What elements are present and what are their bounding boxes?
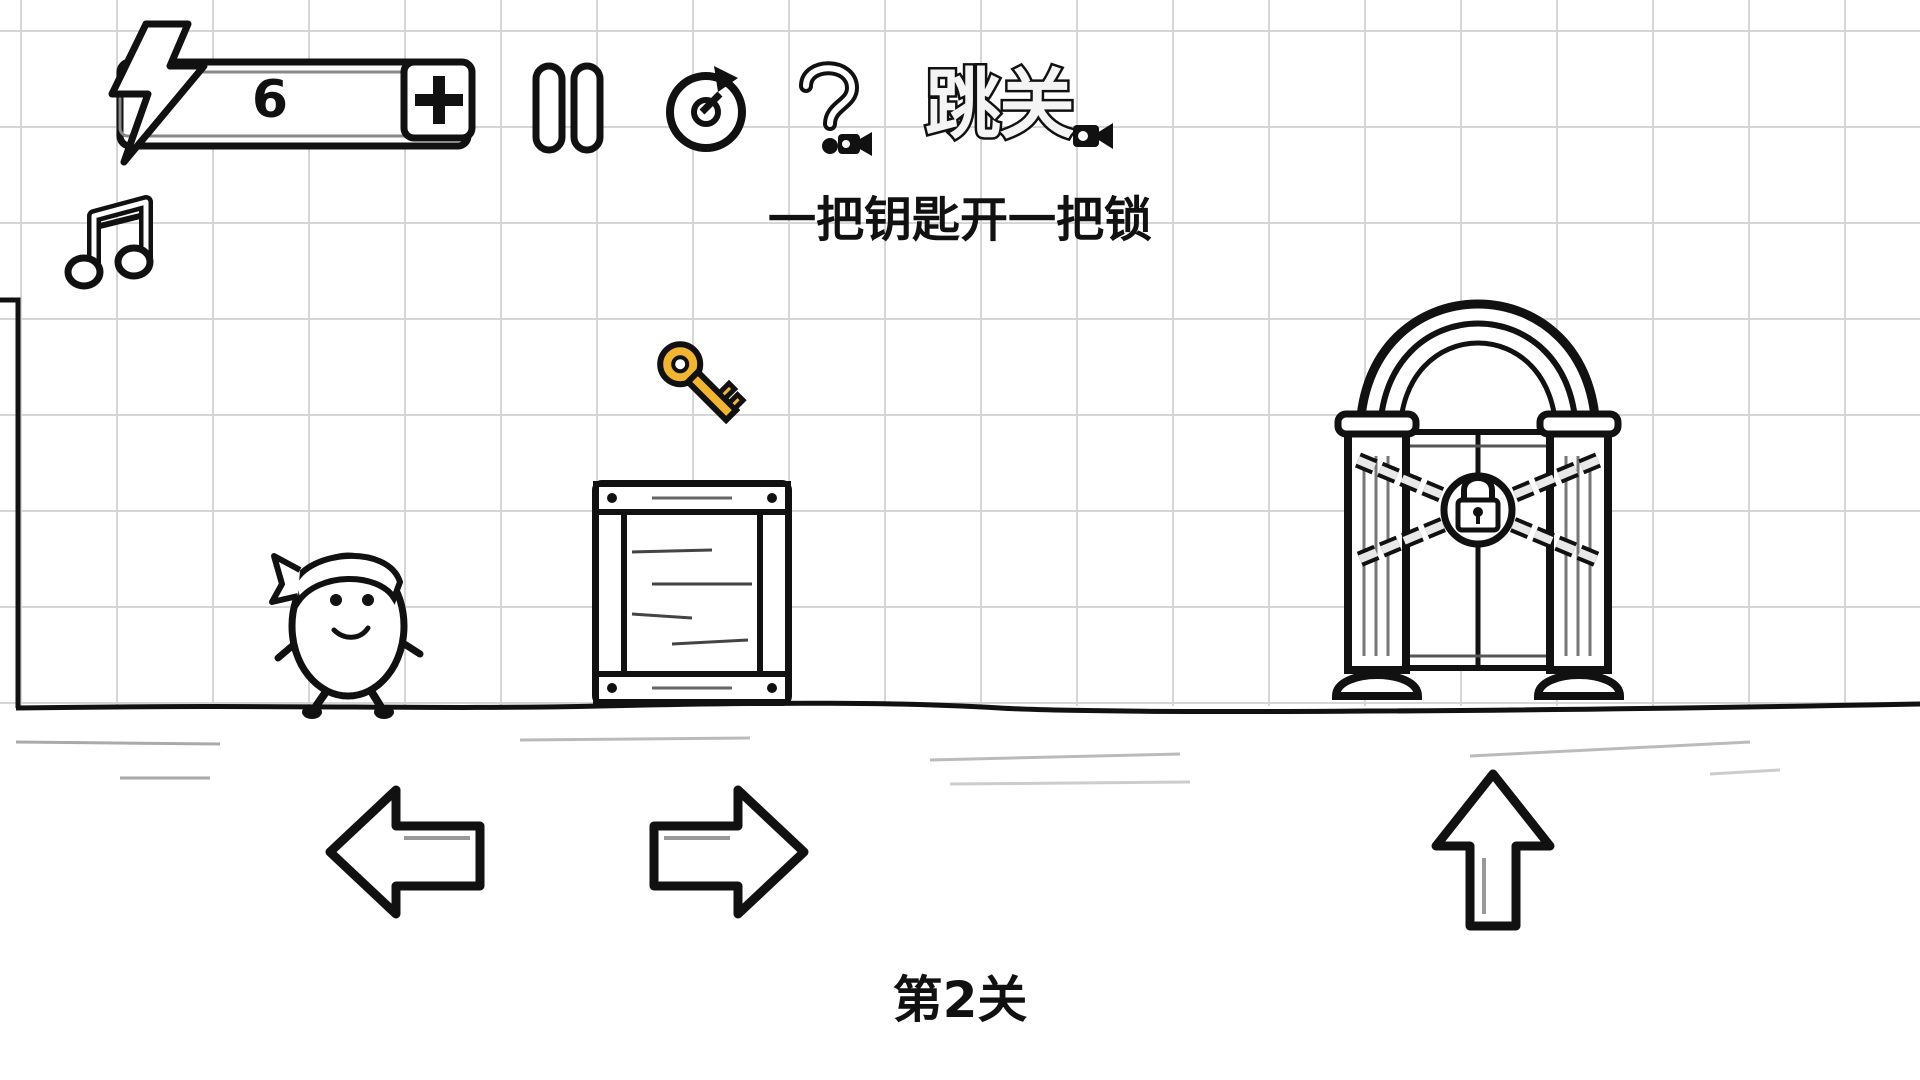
music-button[interactable] [64, 195, 156, 296]
ground-line [15, 700, 1920, 786]
music-note-icon [64, 195, 154, 290]
restart-icon [666, 66, 746, 152]
arrow-up-icon [1431, 769, 1555, 931]
lightning-bolt-icon [108, 20, 208, 166]
restart-button[interactable] [662, 62, 752, 158]
wooden-crate [592, 480, 792, 706]
energy-count: 6 [251, 70, 289, 130]
left-wall [0, 297, 21, 708]
egg-character [269, 552, 424, 719]
arrow-right-icon [649, 785, 809, 919]
key-item[interactable] [650, 334, 750, 434]
move-right-button[interactable] [642, 782, 814, 922]
skip-label: 跳关 [923, 58, 1078, 152]
plus-icon [400, 58, 476, 142]
pause-icon [532, 62, 604, 154]
hint-button[interactable] [796, 60, 880, 160]
level-number: 第2关 [892, 971, 1028, 1029]
skip-level-button[interactable]: 跳关 [923, 55, 1125, 165]
video-camera-icon [1073, 123, 1113, 149]
jump-button[interactable] [1430, 766, 1556, 936]
level-hint: 一把钥匙开一把锁 [767, 192, 1152, 248]
move-left-button[interactable] [320, 782, 492, 922]
add-energy-button[interactable] [400, 58, 478, 144]
arrow-left-icon [325, 785, 485, 919]
ground [0, 706, 1920, 1080]
pause-button[interactable] [530, 60, 610, 156]
locked-chained-door [1331, 299, 1625, 700]
question-mark-video-icon [799, 61, 872, 156]
